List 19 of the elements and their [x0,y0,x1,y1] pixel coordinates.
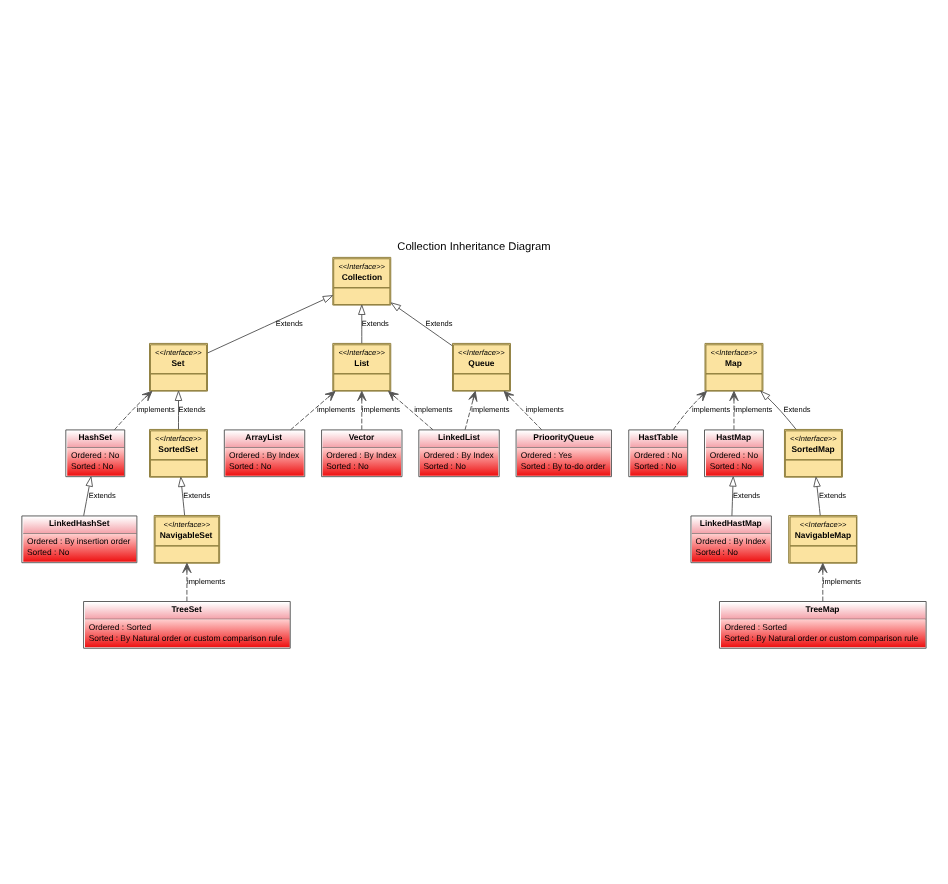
arrow [358,303,366,343]
arrow [114,389,153,430]
arrow [182,561,192,601]
arrow [818,561,828,601]
arrow [503,389,543,430]
arrow [388,389,434,430]
arrow [174,389,183,429]
arrow [390,301,453,346]
arrow [207,294,334,353]
arrow [813,475,821,515]
arrow [760,389,797,429]
arrow [83,475,93,516]
arrow [729,475,737,516]
arrow [729,389,739,430]
arrow [290,389,336,430]
arrow [178,475,186,515]
arrow [464,389,478,430]
arrow [357,389,367,430]
arrow [672,389,707,430]
